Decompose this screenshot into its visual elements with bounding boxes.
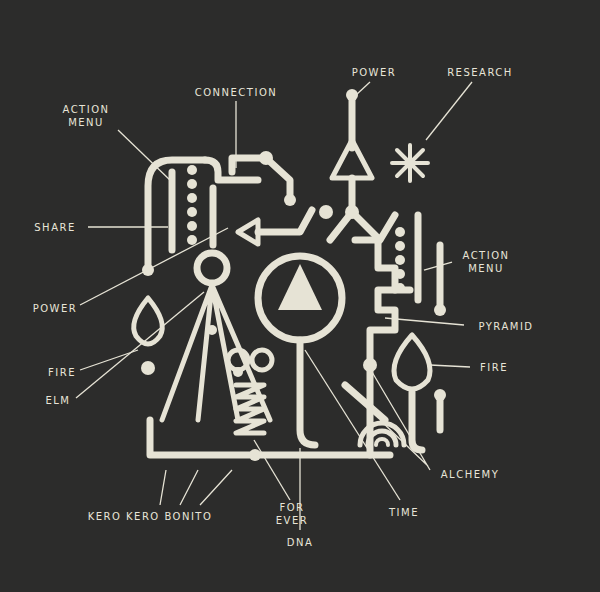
- callout-label: FIRE: [480, 361, 508, 374]
- callout-label: ACTION MENU: [456, 249, 516, 275]
- callout-label: ACTION MENU: [56, 103, 116, 129]
- callout-label: POWER: [33, 302, 78, 315]
- callout-label: CONNECTION: [195, 86, 278, 99]
- band-name: KERO KERO BONITO: [88, 510, 213, 523]
- callout-label: FOR EVER: [270, 501, 314, 527]
- callout-label: DNA: [287, 536, 314, 549]
- callout-label: ALCHEMY: [441, 468, 499, 481]
- callout-label: ELM: [45, 394, 70, 407]
- callout-label: FIRE: [48, 366, 76, 379]
- callout-label: PYRAMID: [478, 320, 533, 333]
- callout-label: POWER: [352, 66, 397, 79]
- callout-label: RESEARCH: [447, 66, 513, 79]
- callout-label: SHARE: [34, 221, 75, 234]
- callout-label: TIME: [389, 506, 419, 519]
